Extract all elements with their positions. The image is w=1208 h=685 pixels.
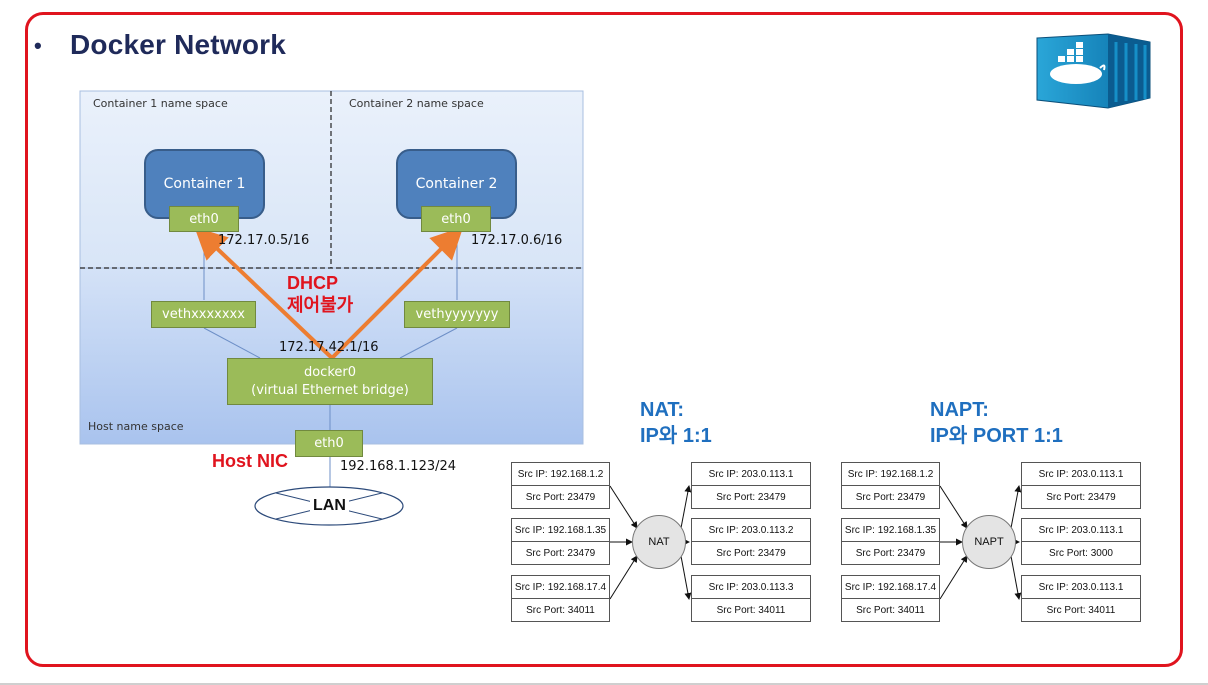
napt_table-left-port: Src Port: 23479: [841, 541, 940, 565]
dhcp-label: DHCP 제어불가: [287, 272, 353, 316]
nat-heading: NAT: IP와 1:1: [640, 397, 712, 449]
slide-title: Docker Network: [70, 29, 286, 60]
napt_table-out-arrow: [1010, 485, 1022, 529]
veth2-box: vethyyyyyyy: [404, 301, 510, 328]
host-ip: 192.168.1.123/24: [340, 459, 457, 474]
napt-heading-line2: IP와 PORT 1:1: [930, 425, 1063, 447]
napt_table-in-arrow: [939, 485, 968, 529]
nat_table-left-port: Src Port: 23479: [511, 485, 610, 509]
container1-ip: 172.17.0.5/16: [218, 233, 310, 248]
title-bullet: •: [34, 33, 42, 58]
dhcp-line1: DHCP: [287, 273, 339, 293]
container1-eth0: eth0: [169, 206, 239, 232]
nat_table-right-port: Src Port: 23479: [691, 485, 811, 509]
docker0-bridge-box: docker0 (virtual Ethernet bridge): [227, 358, 433, 405]
slide-frame: [25, 12, 1183, 667]
nat-heading-line2: IP와 1:1: [640, 425, 712, 447]
napt-heading-line1: NAPT:: [930, 399, 989, 421]
nat_table-out-arrow: [680, 485, 692, 529]
napt_table-right-ip: Src IP: 203.0.113.1: [1021, 518, 1141, 542]
nat_table-left-port: Src Port: 34011: [511, 598, 610, 622]
nat_table-right-port: Src Port: 23479: [691, 541, 811, 565]
container2-ip: 172.17.0.6/16: [471, 233, 563, 248]
bridge-name: docker0: [303, 364, 357, 380]
container1-label: Container 1: [163, 176, 246, 192]
nat_table-right-port: Src Port: 34011: [691, 598, 811, 622]
nat_table-left-ip: Src IP: 192.168.1.2: [511, 462, 610, 486]
nat_table-left-port: Src Port: 23479: [511, 541, 610, 565]
napt_table-left-port: Src Port: 23479: [841, 485, 940, 509]
napt_table-node: NAPT: [962, 515, 1016, 569]
nat_table-out-arrow: [680, 555, 692, 600]
napt-heading: NAPT: IP와 PORT 1:1: [930, 397, 1063, 449]
container2-namespace-label: Container 2 name space: [349, 97, 484, 110]
bottom-rule: [0, 683, 1208, 685]
napt_table-in-arrow: [939, 555, 968, 600]
lan-label: LAN: [310, 497, 349, 515]
nat-heading-line1: NAT:: [640, 399, 685, 421]
container2-eth0: eth0: [421, 206, 491, 232]
nat_table-left-ip: Src IP: 192.168.1.35: [511, 518, 610, 542]
container2-label: Container 2: [415, 176, 498, 192]
nat_table-in-arrow: [609, 485, 638, 529]
nat_table-in-arrow: [609, 555, 638, 600]
host-namespace-label: Host name space: [88, 420, 184, 433]
napt_table-left-port: Src Port: 34011: [841, 598, 940, 622]
nat_table-right-ip: Src IP: 203.0.113.2: [691, 518, 811, 542]
nat_table-node: NAT: [632, 515, 686, 569]
bridge-description: (virtual Ethernet bridge): [251, 382, 409, 398]
napt_table-left-ip: Src IP: 192.168.17.4: [841, 575, 940, 599]
napt_table-right-port: Src Port: 34011: [1021, 598, 1141, 622]
napt_table-right-port: Src Port: 3000: [1021, 541, 1141, 565]
container1-namespace-label: Container 1 name space: [93, 97, 228, 110]
napt_table-right-port: Src Port: 23479: [1021, 485, 1141, 509]
nat_table-right-ip: Src IP: 203.0.113.1: [691, 462, 811, 486]
napt_table-right-ip: Src IP: 203.0.113.1: [1021, 462, 1141, 486]
nat_table-left-ip: Src IP: 192.168.17.4: [511, 575, 610, 599]
napt_table-out-arrow: [1010, 555, 1022, 600]
napt_table-left-ip: Src IP: 192.168.1.35: [841, 518, 940, 542]
host-nic-label: Host NIC: [212, 451, 288, 471]
dhcp-line2: 제어불가: [287, 295, 354, 315]
bridge-ip: 172.17.42.1/16: [279, 340, 379, 355]
veth1-box: vethxxxxxxx: [151, 301, 256, 328]
host-eth0: eth0: [295, 430, 363, 457]
napt_table-left-ip: Src IP: 192.168.1.2: [841, 462, 940, 486]
napt_table-right-ip: Src IP: 203.0.113.1: [1021, 575, 1141, 599]
nat_table-right-ip: Src IP: 203.0.113.3: [691, 575, 811, 599]
